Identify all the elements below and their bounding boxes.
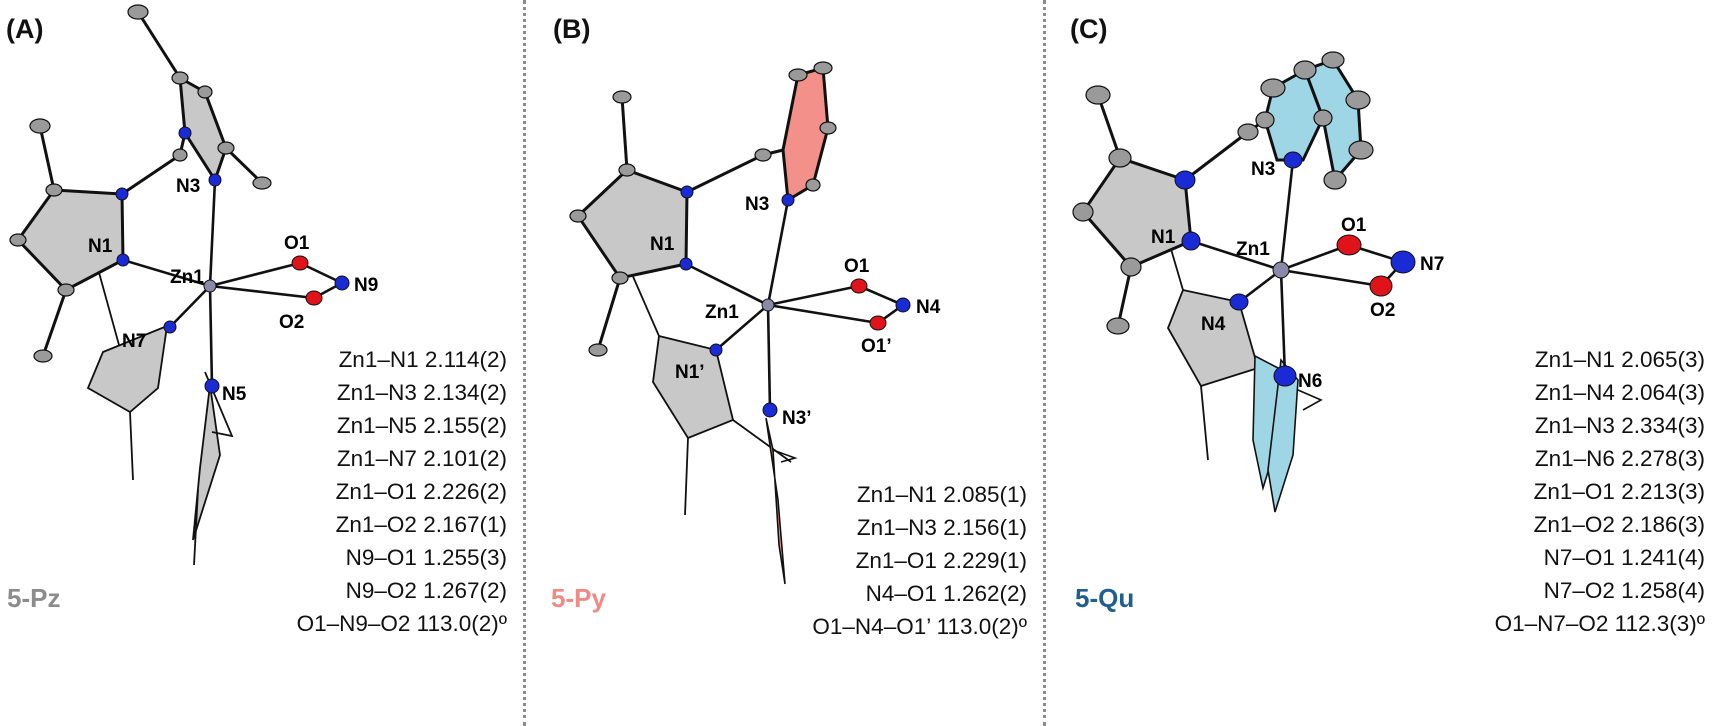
divider-bc	[1043, 0, 1046, 726]
carbon-atoms	[9, 4, 272, 363]
front-pyrazole-ring	[16, 125, 181, 357]
atom-label-n3: N3	[745, 194, 769, 215]
atom-label-o2: O2	[1370, 300, 1395, 321]
nitrogen-atoms	[1174, 151, 1416, 387]
bond-entry: O1–N9–O2 113.0(2)º	[296, 611, 507, 636]
back-pyridine-ring	[765, 417, 798, 585]
bond-entry: Zn1–N6 2.278(3)	[1534, 446, 1705, 471]
coordination-bonds	[122, 179, 343, 387]
atom-label-n3: N3	[176, 176, 200, 197]
atom-label-n1: N1	[650, 234, 675, 255]
front-pyrazole-ring	[576, 96, 764, 351]
bond-entry: Zn1–O2 2.186(3)	[1533, 512, 1705, 537]
bond-entry: Zn1–N5 2.155(2)	[336, 413, 507, 438]
bond-entry: Zn1–N1 2.085(1)	[856, 482, 1027, 507]
bond-entry: O1–N7–O2 112.3(3)º	[1494, 611, 1705, 636]
bond-entry: Zn1–O2 2.167(1)	[335, 512, 507, 537]
bond-entry: Zn1–N7 2.101(2)	[336, 446, 507, 471]
panel-b: (B)	[523, 0, 1043, 726]
bond-lengths-list: Zn1–N1 2.065(3) Zn1–N4 2.064(3) Zn1–N3 2…	[1495, 343, 1705, 640]
coordination-bonds	[685, 199, 904, 411]
panel-label: (C)	[1070, 14, 1108, 44]
back-pyrazole-ring	[86, 257, 234, 566]
atom-label-o2: O2	[279, 312, 304, 333]
atom-label-o1: O1	[844, 256, 870, 277]
bond-entry: N7–O2 1.258(4)	[1543, 578, 1705, 603]
bond-entry: N9–O1 1.255(3)	[345, 545, 507, 570]
atom-label-n1-prime: N1’	[675, 362, 705, 383]
divider-ab	[523, 0, 526, 726]
atom-label-n5: N5	[222, 384, 247, 405]
back-pyrazole-ring	[627, 264, 792, 516]
zinc-atom	[203, 279, 217, 293]
atom-label-o1: O1	[1341, 215, 1367, 236]
oxygen-atoms	[850, 278, 887, 331]
atom-label-n4: N4	[916, 297, 941, 318]
panel-label: (B)	[553, 14, 591, 44]
nitrogen-atoms	[679, 185, 911, 418]
bond-entry: Zn1–O1 2.213(3)	[1533, 479, 1705, 504]
bond-lengths-list: Zn1–N1 2.085(1) Zn1–N3 2.156(1) Zn1–O1 2…	[812, 478, 1027, 643]
structure-5qu: Zn1 N1 N3 N4 N6 O1 O2 N7	[1072, 51, 1444, 513]
atom-label-n6: N6	[1298, 371, 1322, 392]
oxygen-atoms	[1336, 234, 1393, 297]
structure-5py: Zn1 N1 N3 N1’ N3’ O1 O1’ N4	[569, 61, 941, 585]
bond-entry: Zn1–N3 2.156(1)	[856, 515, 1027, 540]
carbon-atoms	[569, 61, 837, 357]
bond-entry: N4–O1 1.262(2)	[865, 581, 1027, 606]
compound-name: 5-Py	[551, 583, 606, 613]
atom-label-n7: N7	[1420, 254, 1444, 275]
upper-pyrazole-ring	[136, 11, 264, 185]
atom-label-n4: N4	[1201, 314, 1226, 335]
zinc-atom	[761, 298, 775, 312]
compound-name: 5-Pz	[7, 583, 61, 613]
oxygen-atoms	[291, 255, 323, 306]
bond-entry: Zn1–N4 2.064(3)	[1534, 380, 1705, 405]
structure-5pz: Zn1 N1 N3 N7 N5 O1 O2 N9	[9, 4, 378, 566]
zinc-atom	[1272, 261, 1290, 279]
front-pyrazole-ring	[1081, 94, 1249, 327]
panel-label: (A)	[6, 14, 44, 44]
bond-entry: Zn1–N3 2.334(3)	[1534, 413, 1705, 438]
carbon-atoms	[1072, 51, 1374, 335]
atom-label-zn1: Zn1	[170, 267, 204, 288]
atom-label-o1: O1	[284, 233, 310, 254]
upper-pyridine-ring	[762, 66, 830, 203]
atom-label-n1: N1	[1151, 227, 1176, 248]
bond-lengths-list: Zn1–N1 2.114(2) Zn1–N3 2.134(2) Zn1–N5 2…	[297, 343, 507, 640]
bond-entry: Zn1–O1 2.226(2)	[335, 479, 507, 504]
atom-label-n1: N1	[88, 236, 113, 257]
atom-label-n3: N3	[1251, 159, 1275, 180]
bond-entry: Zn1–N1 2.065(3)	[1534, 347, 1705, 372]
atom-label-n3-prime: N3’	[782, 408, 812, 429]
compound-name: 5-Qu	[1075, 583, 1135, 613]
nitrogen-atoms	[115, 126, 350, 394]
atom-label-o1-prime: O1’	[861, 336, 892, 357]
atom-label-zn1: Zn1	[1236, 239, 1270, 260]
bond-entry: Zn1–N1 2.114(2)	[338, 347, 507, 372]
bond-entry: N7–O1 1.241(4)	[1543, 545, 1705, 570]
panel-a: (A)	[0, 0, 523, 726]
atom-label-n9: N9	[354, 275, 378, 296]
bond-entry: Zn1–N3 2.134(2)	[336, 380, 507, 405]
panel-c: (C)	[1043, 0, 1713, 726]
atom-label-n7: N7	[122, 331, 146, 352]
bond-entry: N9–O2 1.267(2)	[345, 578, 507, 603]
bond-entry: Zn1–O1 2.229(1)	[855, 548, 1027, 573]
bond-entry: O1–N4–O1’ 113.0(2)º	[812, 614, 1027, 639]
atom-label-zn1: Zn1	[705, 302, 739, 323]
